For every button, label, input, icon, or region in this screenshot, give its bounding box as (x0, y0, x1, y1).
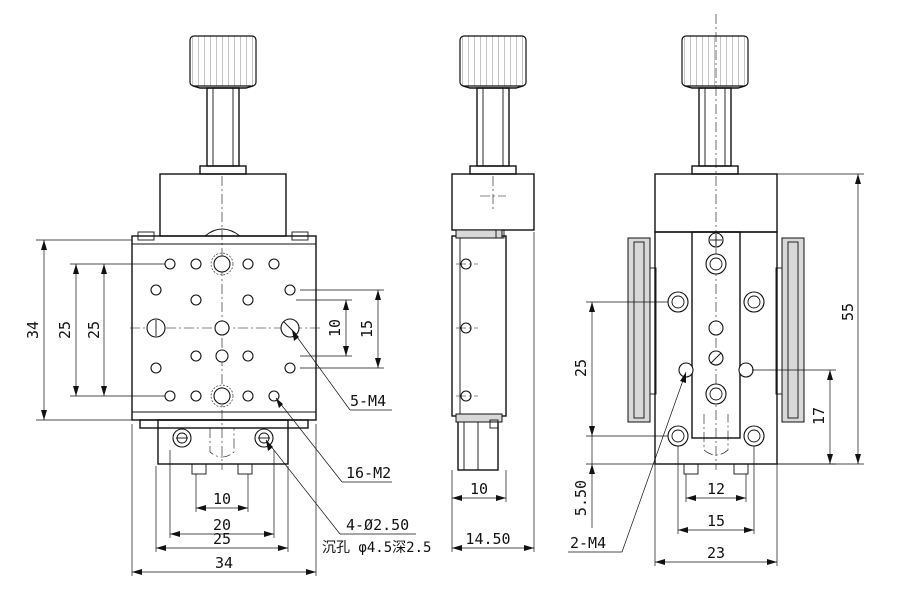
dim-34-left: 34 (24, 321, 42, 339)
dim-12-back: 12 (707, 480, 725, 498)
back-dim-55: 55 (777, 173, 864, 465)
callout-2-m4: 2-M4 (570, 534, 606, 552)
dim-5-50-back: 5.50 (572, 480, 590, 516)
leader-4-phi: 4-Ø2.50 沉孔 φ4.5深2.5 (265, 439, 431, 556)
front-dim-25-outer: 25 (56, 263, 165, 397)
dim-10-bottom: 10 (213, 490, 231, 508)
dim-15-vertical: 15 (358, 320, 376, 338)
front-hole-grid (146, 252, 300, 408)
dim-25-bottom: 25 (213, 530, 231, 548)
leader-16-m2: 16-M2 (275, 397, 392, 483)
callout-16-m2: 16-M2 (346, 464, 391, 482)
front-dim-34-bottom: 34 (131, 424, 317, 576)
dim-55-back: 55 (839, 303, 857, 321)
dim-17-back: 17 (810, 407, 828, 425)
back-dim-5-50: 5.50 (572, 436, 655, 528)
side-view: 10 14.50 (451, 35, 535, 552)
dim-10-side: 10 (470, 480, 488, 498)
side-knob (459, 35, 527, 175)
back-right-rail (781, 237, 805, 423)
leader-5-m4: 5-M4 (291, 329, 392, 411)
dim-14-50-side: 14.50 (465, 530, 510, 548)
front-dim-10-bottom: 10 (195, 474, 249, 512)
leader-2-m4: 2-M4 (568, 371, 687, 553)
callout-5-m4: 5-M4 (350, 392, 386, 410)
front-dim-15-vertical: 15 (300, 289, 384, 369)
back-dim-12: 12 (685, 474, 747, 502)
back-dim-23: 23 (654, 464, 778, 566)
back-knob (681, 35, 749, 175)
dim-10-vertical: 10 (326, 319, 344, 337)
dim-25-outer: 25 (56, 321, 74, 339)
front-knob (189, 35, 257, 175)
front-dim-34-vertical: 34 (24, 239, 132, 421)
dim-23-back: 23 (707, 544, 725, 562)
back-dim-25: 25 (572, 301, 668, 437)
back-dim-15: 15 (677, 446, 755, 534)
dim-34-bottom: 34 (215, 554, 233, 572)
side-dim-14-50: 14.50 (451, 232, 535, 552)
back-holes (667, 232, 765, 456)
front-dim-25-bottom: 25 (155, 466, 289, 552)
front-dim-20-bottom: 20 (169, 450, 275, 538)
front-housing (159, 173, 287, 237)
dim-20-bottom: 20 (213, 516, 231, 534)
dim-15-back: 15 (707, 512, 725, 530)
back-dim-17: 17 (752, 369, 836, 465)
callout-4-phi: 4-Ø2.50 (346, 516, 409, 534)
dim-25-back: 25 (572, 359, 590, 377)
back-left-rail (627, 237, 651, 423)
back-view: 55 17 25 5.50 (568, 14, 864, 566)
front-dim-25-inner: 25 (85, 264, 107, 396)
dim-25-inner: 25 (85, 321, 103, 339)
front-dim-10-vertical: 10 (296, 299, 352, 357)
front-view: 34 25 25 10 (24, 35, 431, 576)
callout-counterbore: 沉孔 φ4.5深2.5 (322, 540, 431, 556)
side-dim-10: 10 (451, 470, 507, 502)
